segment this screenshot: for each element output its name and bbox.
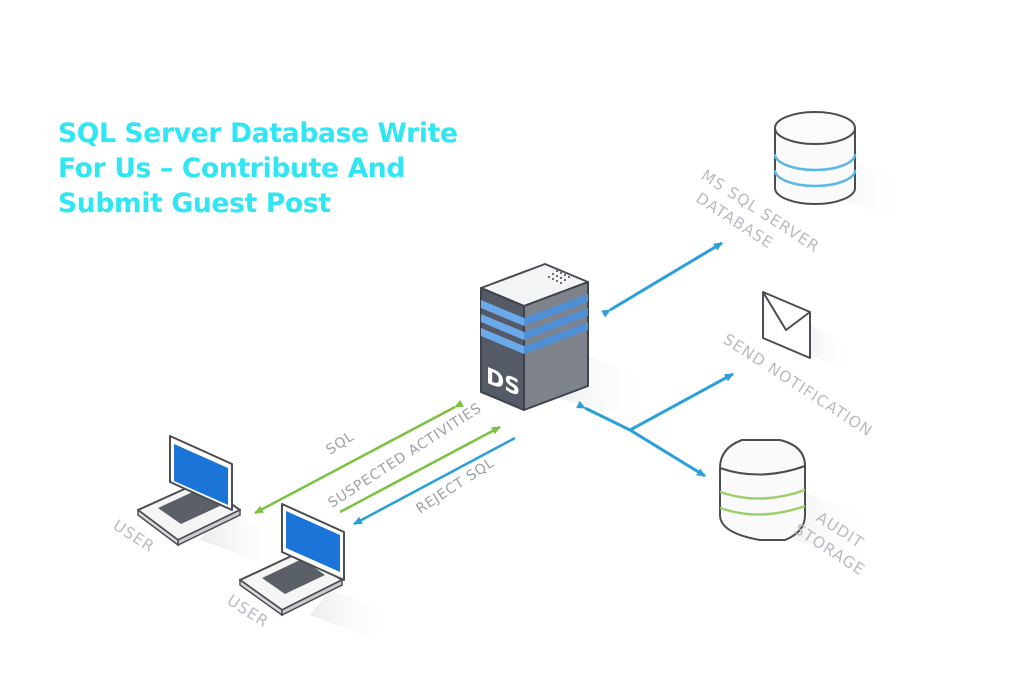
headline-line-2: For Us – Contribute And (58, 153, 406, 184)
db-server-arrow (601, 241, 723, 318)
storage-icon (719, 439, 880, 560)
database-icon (773, 111, 905, 220)
sql-arrow (254, 399, 464, 515)
headline: SQL Server Database Write For Us – Contr… (58, 116, 488, 221)
sql-flow-text: SQL (323, 429, 357, 459)
suspected-flow-text: SUSPECTED ACTIVITIES (325, 400, 484, 511)
reject-arrow (353, 436, 516, 526)
storage-arrow (629, 428, 706, 478)
server-branch-arrow (576, 400, 631, 432)
laptop-icon (137, 435, 290, 565)
suspected-flow-label: SUSPECTED ACTIVITIES (325, 400, 484, 511)
ds-server-icon: DS (480, 263, 650, 420)
notification-arrow (629, 372, 734, 432)
laptop-icon-2 (239, 503, 395, 640)
sql-flow-label: SQL (323, 429, 357, 459)
headline-line-3: Submit Guest Post (58, 188, 331, 219)
headline-line-1: SQL Server Database Write (58, 118, 458, 149)
envelope-icon (762, 291, 850, 370)
suspected-arrow (339, 425, 501, 514)
